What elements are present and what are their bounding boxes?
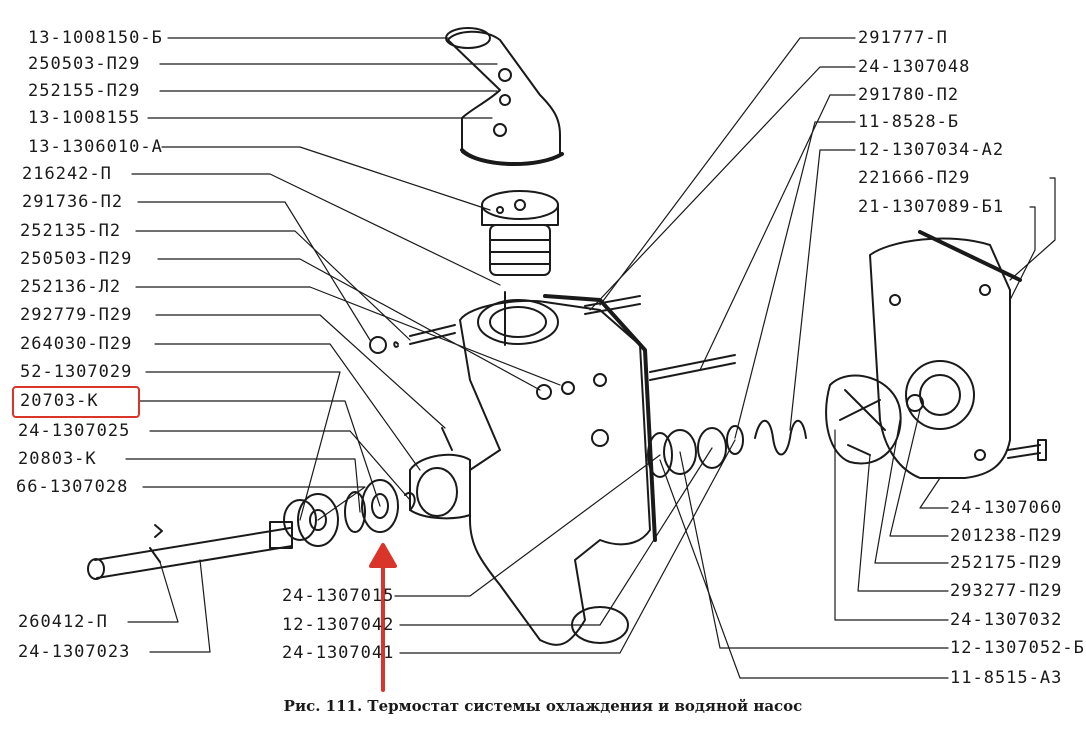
part-label: 24-1307025 (18, 421, 131, 441)
part-label: 292779-П29 (20, 305, 133, 325)
part-label: 24-1307032 (950, 610, 1063, 630)
part-label: 252135-П2 (20, 221, 122, 241)
part-label: 11-8515-А3 (950, 668, 1063, 688)
red-arrow (369, 543, 397, 692)
figure-caption: Рис. 111. Термостат системы охлаждения и… (283, 697, 803, 715)
part-label: 201238-П29 (950, 526, 1063, 546)
part-label: 24-1307048 (858, 57, 971, 77)
pump-housing (409, 294, 657, 646)
part-label: 252136-Л2 (20, 277, 122, 297)
pump-shaft (87, 521, 293, 580)
part-label: 24-1307015 (282, 586, 395, 606)
part-label: 24-1307023 (18, 642, 131, 662)
part-label: 12-1307034-А2 (858, 140, 1005, 160)
part-label: 291777-П (858, 28, 948, 48)
part-label: 12-1307042 (282, 615, 395, 635)
part-label: 20803-К (18, 449, 97, 469)
part-label: 252155-П29 (28, 81, 141, 101)
highlighted-part-label: 20703-К (20, 391, 99, 411)
part-label: 13-1008155 (28, 108, 141, 128)
thermostat-cover (445, 27, 564, 167)
studs (369, 291, 736, 451)
highlight-box (12, 386, 140, 418)
part-label: 221666-П29 (858, 168, 971, 188)
part-label: 13-1008150-Б (28, 28, 163, 48)
impeller (825, 374, 924, 465)
part-label: 11-8528-Б (858, 112, 960, 132)
part-label: 216242-П (22, 164, 112, 184)
part-label: 13-1306010-А (28, 137, 163, 157)
part-label: 24-1307041 (282, 643, 395, 663)
leader-lines-center (394, 439, 736, 654)
part-label: 66-1307028 (16, 477, 129, 497)
part-label: 252175-П29 (950, 553, 1063, 573)
part-label: 24-1307060 (950, 498, 1063, 518)
part-label: 291780-П2 (858, 85, 960, 105)
part-label: 291736-П2 (22, 192, 124, 212)
part-label: 21-1307089-Б1 (858, 197, 1005, 217)
part-label: 250503-П29 (20, 249, 133, 269)
leader-lines-right (589, 37, 1056, 679)
thermostat (481, 190, 559, 276)
part-label: 260412-П (18, 612, 108, 632)
pump-cover (869, 230, 1047, 479)
part-label: 264030-П29 (20, 334, 133, 354)
bearings (283, 479, 416, 547)
part-label: 250503-П29 (28, 54, 141, 74)
part-label: 12-1307052-Б (950, 638, 1085, 658)
leader-lines-left (125, 37, 561, 653)
part-label: 293277-П29 (950, 581, 1063, 601)
part-label: 52-1307029 (20, 362, 133, 382)
seal-assembly (647, 419, 807, 478)
